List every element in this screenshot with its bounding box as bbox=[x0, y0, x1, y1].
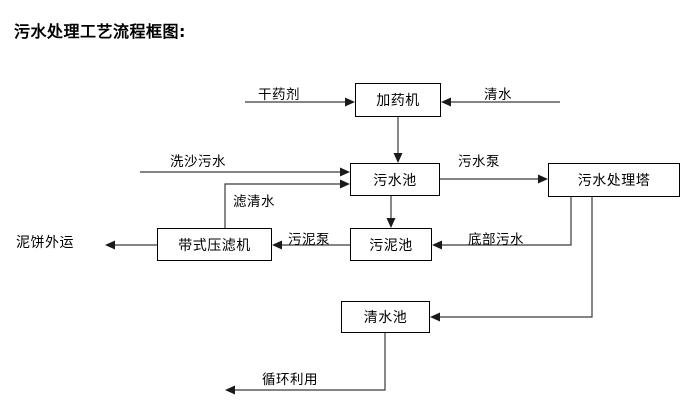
edge-clear-water-pool-to-recycle bbox=[232, 333, 386, 391]
edge-label-sludge-pump: 污泥泵 bbox=[288, 232, 330, 248]
page-title: 污水处理工艺流程框图: bbox=[14, 22, 186, 41]
edge-label-sand-wash-sewage: 洗沙污水 bbox=[170, 154, 226, 170]
edge-bottom-sewage-to-sludge-pool bbox=[439, 197, 572, 246]
node-label-dosing-machine: 加药机 bbox=[376, 93, 420, 109]
arrowhead-sludge-pump bbox=[272, 240, 282, 250]
node-label-sludge-pool: 污泥池 bbox=[369, 237, 413, 254]
node-treatment-tower[interactable]: 污水处理塔 bbox=[548, 163, 680, 197]
edge-filtered-water-to-sewage-pool bbox=[224, 183, 343, 228]
node-sewage-pool[interactable]: 污水池 bbox=[350, 163, 440, 196]
terminal-label-mud-cake-out: 泥饼外运 bbox=[16, 235, 74, 251]
arrowhead-sewage-pump bbox=[538, 174, 548, 184]
arrowhead-clear-water-inflow bbox=[430, 312, 440, 322]
node-clear-water-pool[interactable]: 清水池 bbox=[341, 301, 430, 333]
arrowhead-bottom-sewage bbox=[432, 240, 442, 250]
node-label-treatment-tower: 污水处理塔 bbox=[577, 173, 651, 189]
arrowhead-clean-water bbox=[441, 97, 451, 107]
arrowhead-filtered-water bbox=[340, 179, 350, 189]
arrowhead-recycle-use bbox=[225, 385, 235, 395]
edge-treatment-tower-to-clear-water-pool bbox=[437, 197, 593, 318]
edge-label-bottom-sewage: 底部污水 bbox=[468, 232, 524, 248]
node-label-belt-filter-press: 带式压滤机 bbox=[178, 237, 251, 254]
node-sludge-pool[interactable]: 污泥池 bbox=[350, 228, 432, 261]
arrowhead-mud-cake-out bbox=[105, 240, 115, 250]
arrowhead-dosing-to-sewage bbox=[393, 153, 403, 163]
arrowhead-dry-chemical bbox=[345, 97, 355, 107]
node-dosing-machine[interactable]: 加药机 bbox=[355, 83, 441, 117]
edge-label-clean-water: 清水 bbox=[484, 87, 512, 103]
edge-label-recycle-use: 循环利用 bbox=[262, 372, 318, 388]
node-label-sewage-pool: 污水池 bbox=[373, 172, 417, 189]
node-label-clear-water-pool: 清水池 bbox=[363, 310, 408, 326]
edge-label-filtered-water: 滤清水 bbox=[233, 194, 275, 210]
edge-label-sewage-pump: 污水泵 bbox=[458, 154, 500, 170]
arrowhead-sewage-to-sludge bbox=[386, 218, 396, 228]
edge-label-dry-chemical: 干药剂 bbox=[258, 87, 300, 103]
node-belt-filter-press[interactable]: 带式压滤机 bbox=[157, 228, 272, 261]
arrowhead-sand-wash-sewage bbox=[340, 167, 350, 177]
